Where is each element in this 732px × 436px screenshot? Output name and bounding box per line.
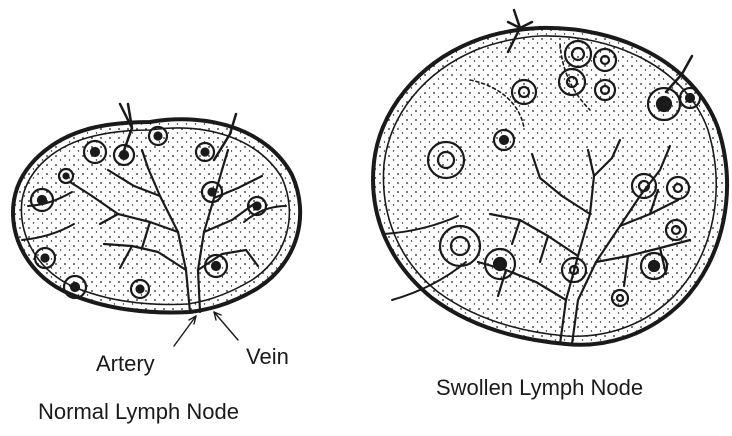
vein-pointer	[214, 312, 238, 340]
normal-node-caption: Normal Lymph Node	[38, 401, 239, 423]
swollen-node-caption: Swollen Lymph Node	[436, 377, 643, 399]
artery-pointer	[174, 316, 196, 346]
normal-lymph-node	[13, 104, 300, 346]
artery-label: Artery	[96, 353, 155, 375]
swollen-lymph-node	[373, 10, 727, 345]
vein-label: Vein	[246, 346, 289, 368]
